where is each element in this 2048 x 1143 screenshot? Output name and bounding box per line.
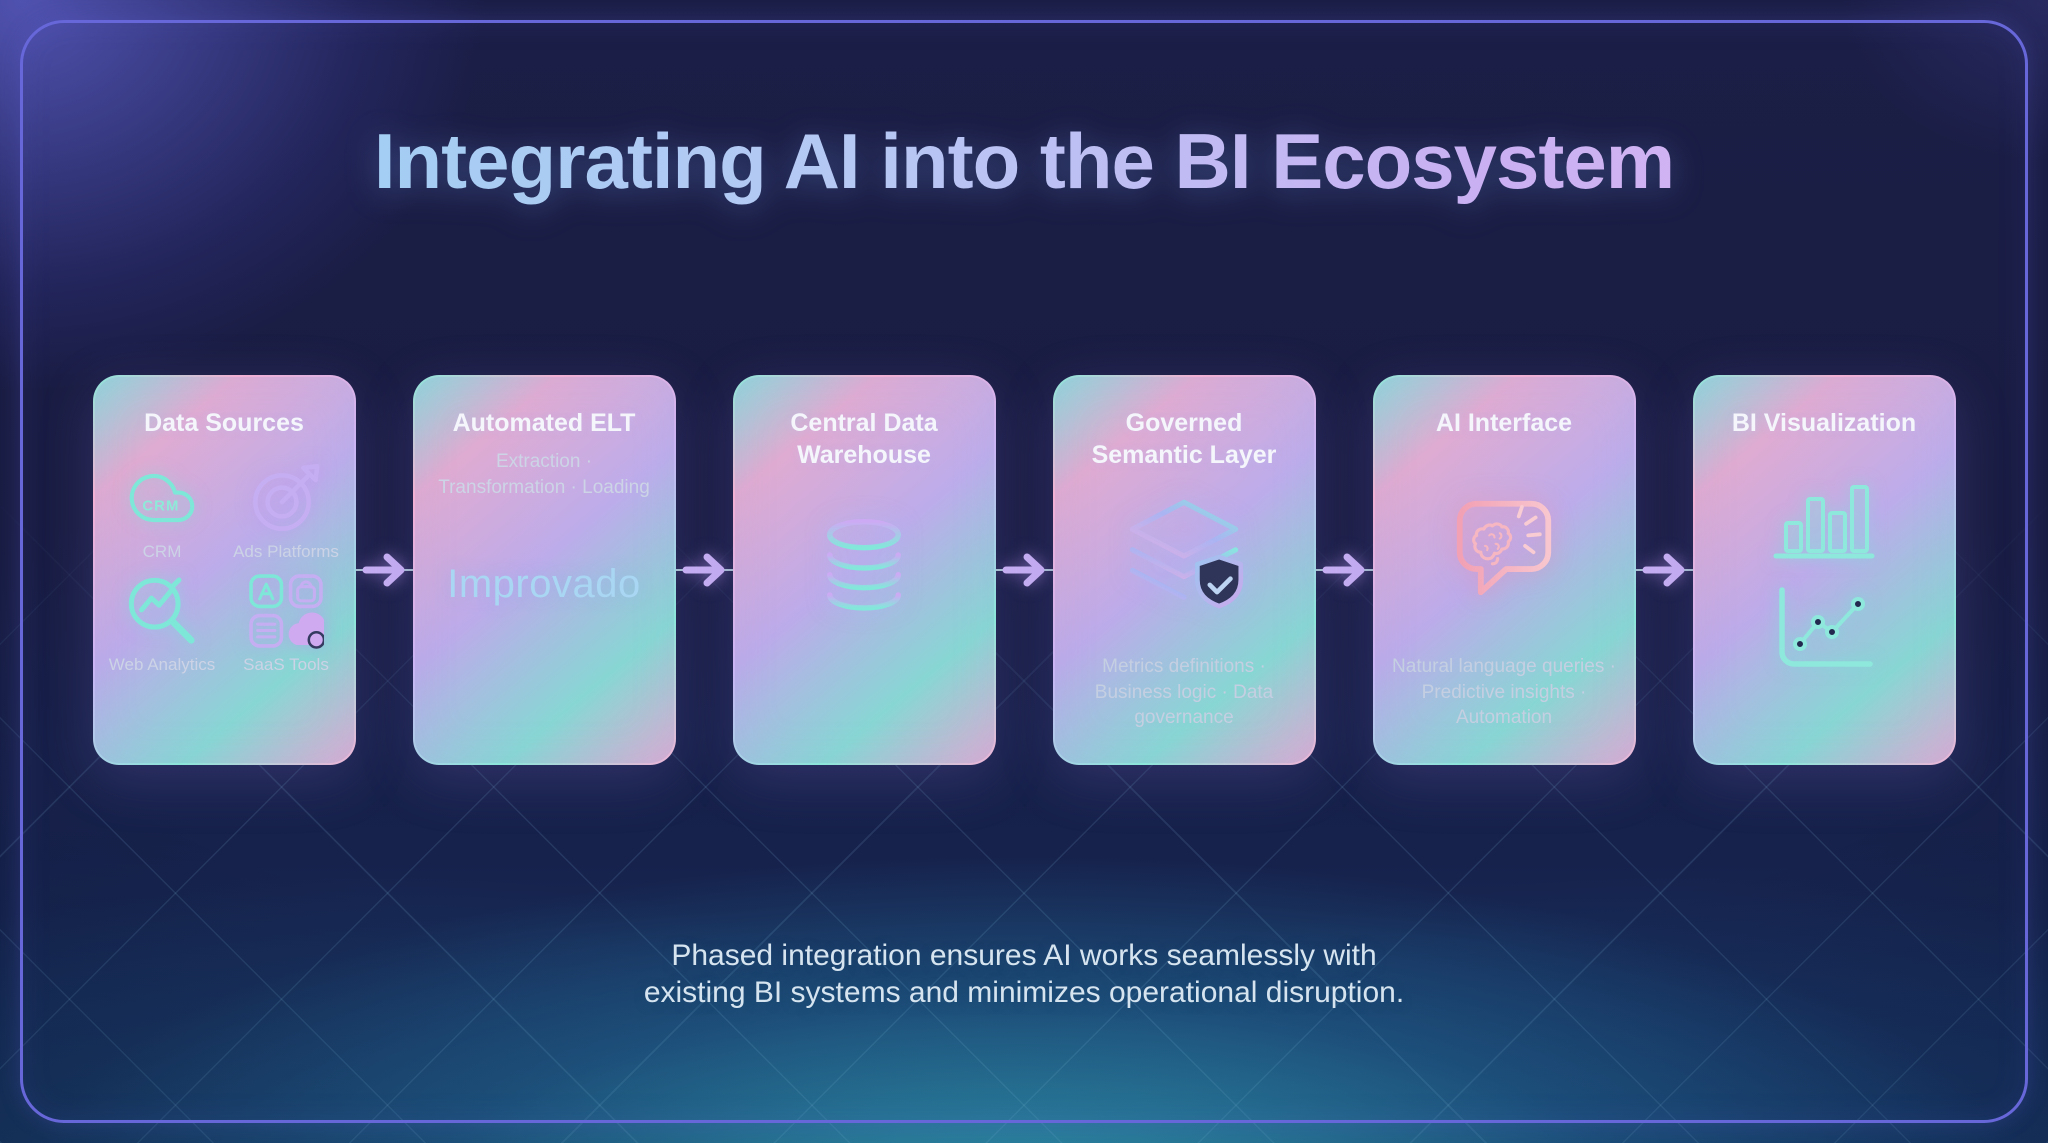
flow-connector [675,375,733,765]
source-label: CRM [142,542,182,561]
data-sources-grid: CRM CRM Ads Platforms [95,461,354,676]
crm-cloud-icon: CRM [122,461,202,535]
flow-arrow-icon [1315,553,1373,587]
source-web-analytics: Web Analytics [106,574,218,675]
footer-line-1: Phased integration ensures AI works seam… [671,939,1377,972]
card-data-sources: Data Sources CRM CRM [93,375,356,765]
flow-arrow-icon [355,553,413,587]
flow-arrow-icon [995,553,1053,587]
database-icon [735,515,994,623]
bar-chart-icon [1772,473,1876,568]
card-ai-interface: AI Interface Natural [1373,375,1636,765]
card-bi-visualization: BI Visualization [1693,375,1956,765]
card-central-data-warehouse: Central Data Warehouse [733,375,996,765]
web-analytics-magnifier-icon [124,574,200,648]
source-label: Web Analytics [108,655,216,675]
card-title: Automated ELT [452,409,636,437]
flow-connector [1315,375,1373,765]
flow-arrow-icon [1635,553,1693,587]
footer-note: Phased integration ensures AI works seam… [0,938,2048,1011]
card-caption: Metrics definitions · Business logic · D… [1094,656,1274,729]
line-chart-icon [1772,584,1876,679]
source-saas-tools: SaaS Tools [230,574,342,675]
source-label: Ads Platforms [233,542,339,561]
card-title: Central Data Warehouse [790,409,938,469]
source-crm: CRM CRM [106,461,218,562]
flow-connector [355,375,413,765]
card-automated-elt: Automated ELT Extraction · Transformatio… [413,375,676,765]
footer-line-2: existing BI systems and minimizes operat… [643,975,1405,1009]
visualization-icons [1695,473,1954,679]
flow-connector [995,375,1053,765]
card-caption: Natural language queries · Predictive in… [1392,656,1616,729]
card-subtitle: Extraction · Transformation · Loading [438,451,650,498]
page-title: Integrating AI into the BI Ecosystem [0,116,2048,207]
source-label: SaaS Tools [243,655,329,675]
improvado-logo: Improvado [447,562,641,607]
card-title: BI Visualization [1731,409,1917,437]
ads-target-icon [250,461,322,535]
card-title: AI Interface [1435,409,1573,437]
flow-arrow-icon [675,553,733,587]
chat-brain-icon [1375,495,1634,601]
card-governed-semantic-layer: Governed Semantic Layer [1053,375,1316,765]
card-title: Data Sources [144,409,304,437]
layers-shield-icon [1055,497,1314,615]
flow-connector [1635,375,1693,765]
flow-diagram: Data Sources CRM CRM [0,375,2048,765]
svg-text:CRM: CRM [142,499,179,515]
saas-apps-grid-icon [248,574,324,650]
source-ads-platforms: Ads Platforms [230,461,342,562]
card-title: Governed Semantic Layer [1091,409,1277,469]
